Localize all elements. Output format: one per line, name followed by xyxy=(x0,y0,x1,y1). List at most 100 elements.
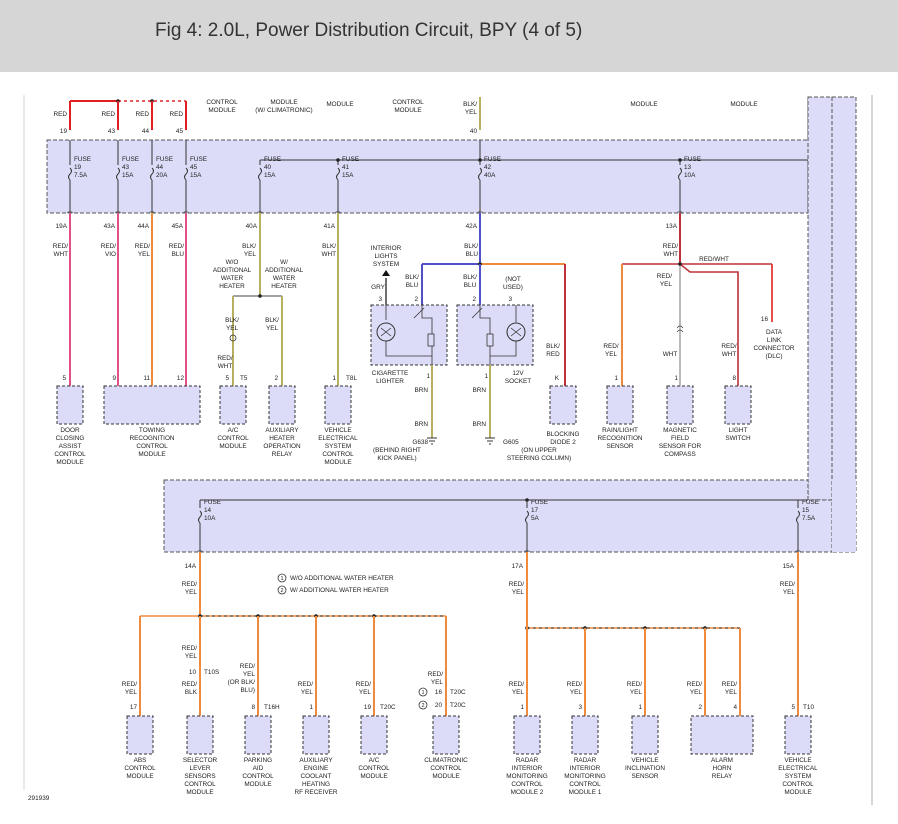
component-label: MONITORING xyxy=(506,773,547,780)
top-component-label: MODULE xyxy=(208,107,235,114)
wire-color-label: RED xyxy=(546,351,560,358)
pin-label: 1 xyxy=(638,704,642,711)
wire-color-label: RED/ xyxy=(122,681,137,688)
connector xyxy=(676,329,684,333)
fuse-label: FUSE xyxy=(74,156,91,163)
fuse-output-label: 19A xyxy=(56,223,68,230)
pin-label: 3 xyxy=(508,296,512,303)
component-label: ELECTRICAL xyxy=(778,765,818,772)
component-label: VEHICLE xyxy=(784,757,811,764)
wire-color-label: YEL xyxy=(266,325,279,332)
component-label: INTERIOR xyxy=(371,245,402,252)
fuse-symbol xyxy=(796,510,800,524)
wire-color-label: YEL xyxy=(226,325,239,332)
interior-lights-arrow xyxy=(382,270,390,276)
ground-label: KICK PANEL) xyxy=(377,455,416,462)
pin-label: 5 xyxy=(62,375,66,382)
component-label: ABS xyxy=(134,757,147,764)
component-label: OPERATION xyxy=(263,443,301,450)
upper-fuse-box xyxy=(46,96,833,214)
component-label: CONTROL xyxy=(430,765,462,772)
variant-label: WATER xyxy=(273,275,296,282)
pin-label: 11 xyxy=(143,375,150,382)
fuse-output-label: 14A xyxy=(185,563,197,570)
switch xyxy=(413,307,425,319)
wire-color-label: GRY xyxy=(371,284,385,291)
fuse-label: 15A xyxy=(342,172,354,179)
wire-color-label: YEL xyxy=(605,351,618,358)
variant-label: ADDITIONAL xyxy=(265,267,304,274)
fuse-output-label: 13A xyxy=(666,223,678,230)
component-label: DOOR xyxy=(60,427,80,434)
wire xyxy=(479,305,491,334)
wire-color-label: RED/ xyxy=(182,581,197,588)
pin-label: 20 xyxy=(435,702,443,709)
wire-color-label: RED/ xyxy=(169,243,184,250)
variant-label: W/O xyxy=(226,259,239,266)
component-label: VEHICLE xyxy=(631,757,658,764)
wire-color-label: BLK/ xyxy=(242,243,256,250)
component-label: MODULE xyxy=(244,781,271,788)
component-label: SENSORS xyxy=(184,773,215,780)
wire-color-label: BLU xyxy=(466,251,479,258)
wire-color-label: YEL xyxy=(185,589,198,596)
wire-color-label: YEL xyxy=(725,689,738,696)
component-label: MODULE xyxy=(138,451,165,458)
wire-color-label: RED/ xyxy=(603,343,618,350)
page-title: Fig 4: 2.0L, Power Distribution Circuit,… xyxy=(155,20,583,41)
fuse-output-label: 17A xyxy=(512,563,524,570)
component-label: RF RECEIVER xyxy=(295,789,338,796)
component-label: MODULE xyxy=(324,459,351,466)
wire-color-label: RED xyxy=(170,111,184,118)
component-label: INTERIOR xyxy=(570,765,601,772)
fuse-symbol xyxy=(478,167,482,181)
pin-label: 1 xyxy=(484,373,488,380)
component-box xyxy=(571,715,599,755)
pin-label: 16 xyxy=(435,689,443,696)
wire-color-label: YEL xyxy=(465,109,478,116)
component-label: DATA xyxy=(766,329,783,336)
fuse-symbol xyxy=(678,167,682,181)
wire-color-label: RED/ xyxy=(627,681,642,688)
fuse-label: 42 xyxy=(484,164,492,171)
fuse-label: 20A xyxy=(156,172,168,179)
component-label: SENSOR xyxy=(632,773,659,780)
pin-label: 5 xyxy=(225,375,229,382)
wire-color-label: YEL xyxy=(185,653,198,660)
connector xyxy=(676,211,684,214)
pin-label: 2 xyxy=(414,296,418,303)
component-label: MODULE xyxy=(186,789,213,796)
pin-label: 1 xyxy=(309,704,313,711)
fuse-symbol xyxy=(198,510,202,524)
pin-label: 19 xyxy=(60,128,68,135)
variant-marker-number: 2 xyxy=(421,703,424,709)
pin-label: 44 xyxy=(142,128,150,135)
wire-color-label: BLK/ xyxy=(225,317,239,324)
fuse-symbol xyxy=(116,167,120,181)
top-component-label: CONTROL xyxy=(206,99,238,106)
component-label: AID xyxy=(253,765,264,772)
component-label: CONTROL xyxy=(217,435,249,442)
wire-color-label: BLK/ xyxy=(463,101,477,108)
component-box xyxy=(302,715,330,755)
component-label: 12V xyxy=(512,370,524,377)
fuse-box-column-outer xyxy=(831,96,857,553)
component-label: CONTROL xyxy=(54,451,86,458)
wire-color-label: BLU) xyxy=(240,687,255,694)
pin-label: 40 xyxy=(470,128,478,135)
wire-color-label: (NOT xyxy=(505,276,521,283)
component-label: LIGHTS xyxy=(374,253,397,260)
top-component-label: (W/ CLIMATRONIC) xyxy=(255,107,312,114)
legend-text: W/O ADDITIONAL WATER HEATER xyxy=(290,575,394,582)
connector xyxy=(182,211,190,214)
wire-color-label: BLK/ xyxy=(463,274,477,281)
component-label: CONTROL xyxy=(511,781,543,788)
wire-color-label: WHT xyxy=(53,251,68,258)
fuse-label: 10A xyxy=(684,172,696,179)
component-label: COOLANT xyxy=(301,773,332,780)
wire-color-label: RED/WHT xyxy=(699,256,729,263)
component-label: MODULE xyxy=(784,789,811,796)
component-label: HEATING xyxy=(302,781,330,788)
wire-color-label: BRN xyxy=(473,421,487,428)
component-box xyxy=(126,715,154,755)
